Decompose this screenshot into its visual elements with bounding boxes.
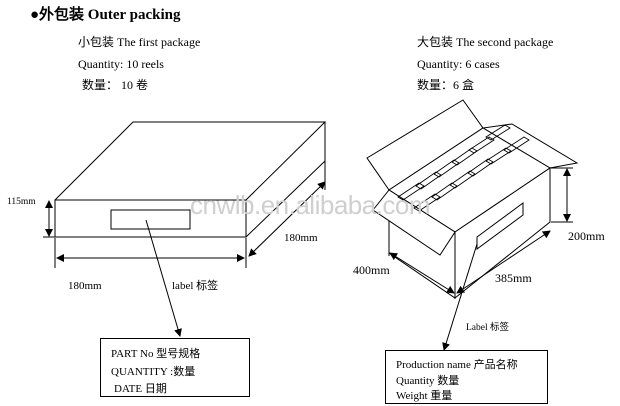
length-arrow (389, 252, 455, 294)
label-pointer-arrow (145, 219, 182, 337)
second-package-heading: 大包装 The second package (417, 35, 554, 49)
width-arrow (456, 230, 551, 294)
label-line-weight: Weight 重量 (396, 390, 453, 402)
large-box-length-dim: 400mm (353, 263, 390, 277)
label-line-part-no: PART No 型号规格 (111, 348, 201, 360)
large-box-label-caption: Label 标签 (466, 323, 510, 333)
first-package-quantity-cn: 数量： 10 卷 (82, 78, 149, 92)
first-package-heading: 小包装 The first package (78, 35, 201, 49)
page-title: ●外包装 Outer packing (30, 7, 181, 23)
label-line-quantity: Quantity 数量 (396, 375, 460, 387)
depth-arrow (248, 181, 326, 257)
label-line-date: DATE 日期 (114, 383, 167, 395)
first-package-quantity-en: Quantity: 10 reels (78, 57, 164, 71)
small-box-drawing (43, 121, 327, 337)
small-box-depth-dim: 180mm (284, 232, 318, 244)
label-pointer-arrow (442, 243, 478, 351)
small-box-label-area (110, 209, 191, 230)
small-box-width-dim: 180mm (68, 280, 102, 292)
second-package-quantity-en: Quantity: 6 cases (417, 57, 500, 71)
label-line-quantity: QUANTITY :数量 (111, 366, 196, 378)
reel-cases (397, 124, 530, 212)
small-box-label-caption: label 标签 (172, 280, 219, 292)
small-box-height-dim: 115mm (7, 197, 36, 207)
second-package-quantity-cn: 数量：6 盒 (417, 78, 475, 92)
large-box-width-dim: 385mm (495, 271, 532, 285)
label-line-production-name: Production name 产品名称 (396, 359, 518, 371)
large-box-label-content: Production name 产品名称 Quantity 数量 Weight … (385, 350, 548, 404)
large-box-height-dim: 200mm (568, 229, 605, 243)
small-box-label-content: PART No 型号规格 QUANTITY :数量 DATE 日期 (100, 338, 250, 397)
watermark: cnwlb.en.alibaba.com (190, 190, 431, 220)
large-box-drawing (366, 99, 579, 351)
